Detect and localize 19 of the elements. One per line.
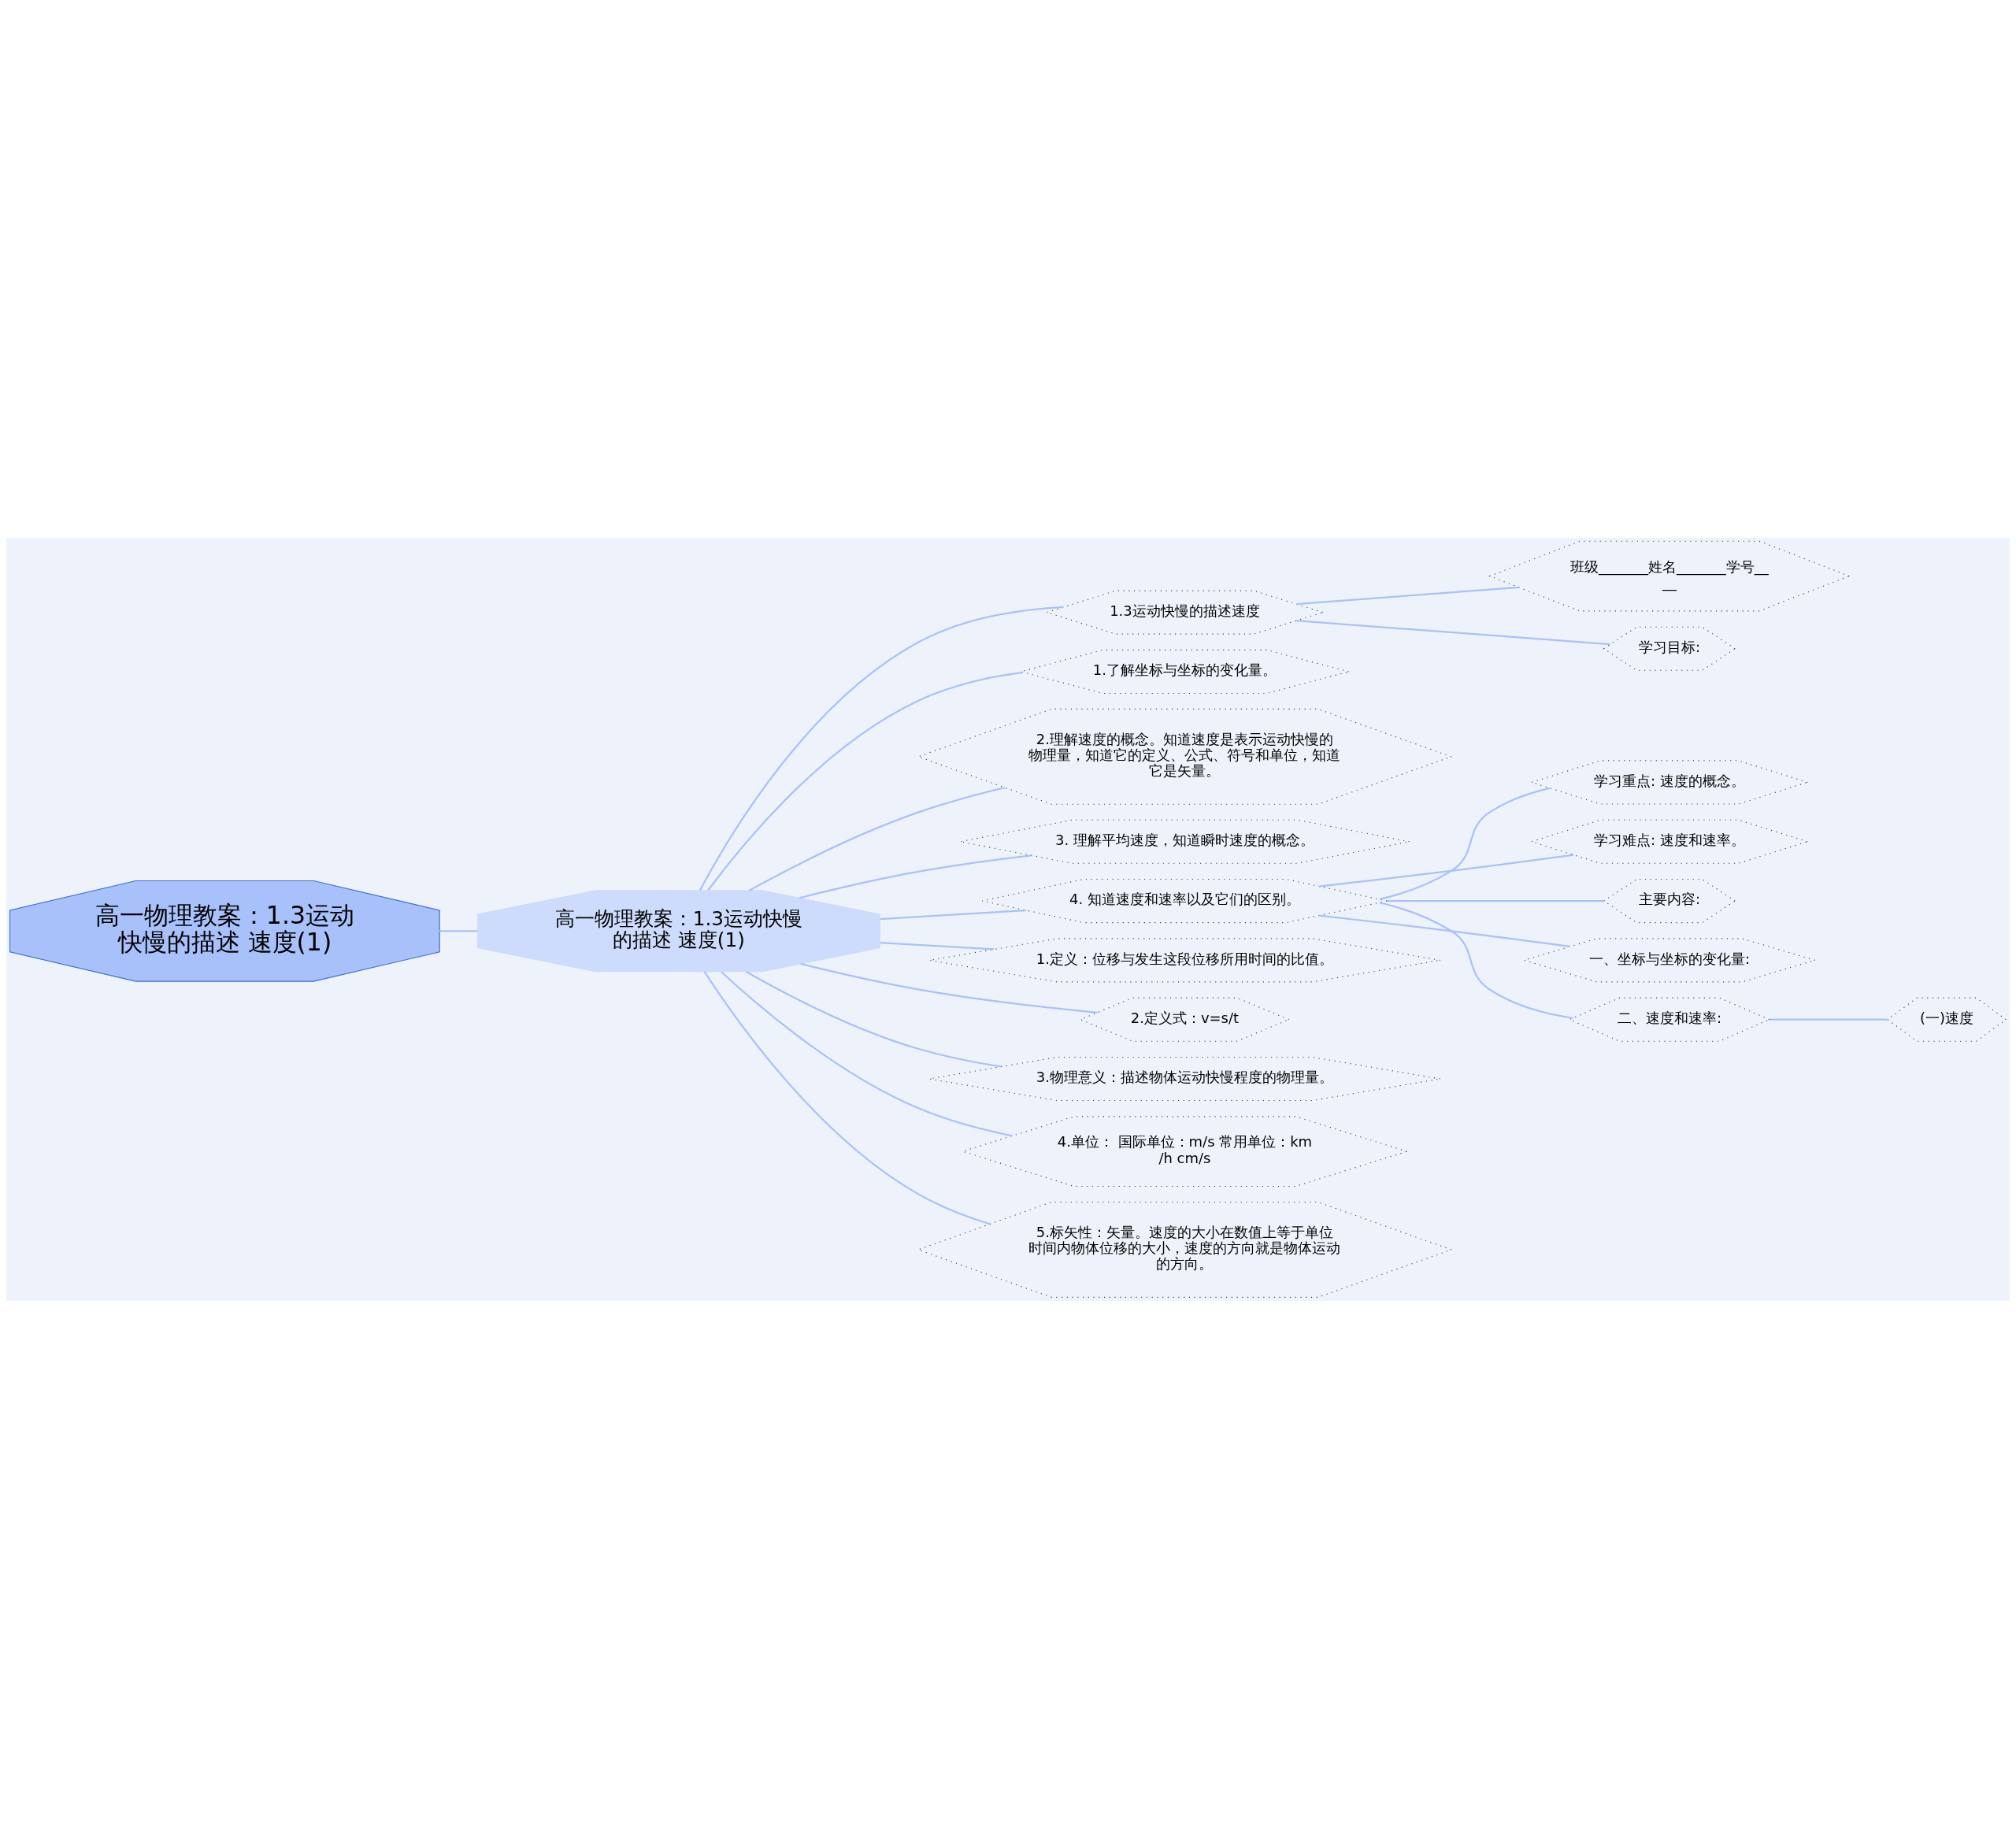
connector xyxy=(800,962,1098,1013)
connector xyxy=(1296,586,1519,605)
connector xyxy=(1319,853,1574,888)
connector xyxy=(721,970,1013,1136)
connector xyxy=(1319,913,1570,947)
connector xyxy=(1379,901,1573,1019)
connector xyxy=(699,606,1064,891)
connector xyxy=(707,671,1023,891)
connector xyxy=(1769,1018,1888,1021)
connector xyxy=(749,786,1006,891)
connector xyxy=(1296,619,1610,645)
connector xyxy=(880,909,1026,920)
connector xyxy=(799,854,1032,899)
connector xyxy=(703,970,991,1225)
connector xyxy=(746,970,1002,1068)
connector xyxy=(880,941,995,950)
connector xyxy=(1387,899,1604,902)
connector xyxy=(1379,787,1551,900)
connector xyxy=(439,929,478,932)
